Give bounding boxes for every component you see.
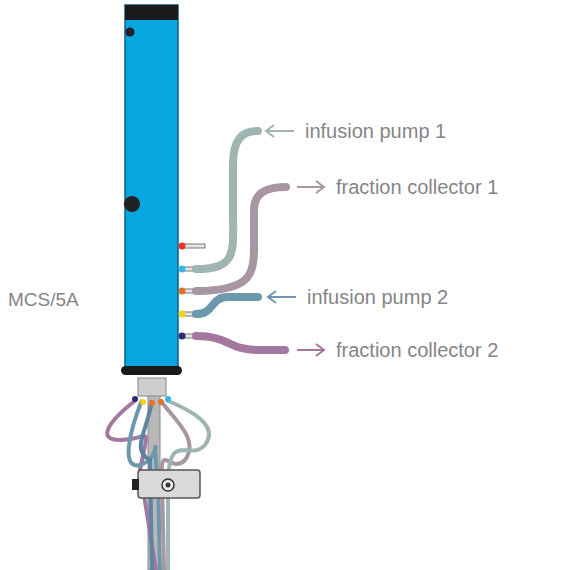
- side-tubing: [196, 131, 286, 350]
- clamp-knob: [132, 479, 139, 490]
- device-label: MCS/5A: [8, 290, 79, 311]
- port-label: infusion pump 2: [307, 286, 448, 308]
- tubing-bundle: [107, 400, 209, 570]
- probe-body: [125, 5, 178, 370]
- port-label: fraction collector 1: [336, 176, 498, 198]
- clamp-screw: [162, 479, 174, 491]
- clamp: [138, 470, 200, 498]
- connector-block: [138, 378, 166, 396]
- port-label: infusion pump 1: [305, 120, 446, 142]
- probe-cap: [125, 5, 178, 20]
- port-label: fraction collector 2: [336, 339, 498, 361]
- probe-band: [121, 366, 182, 375]
- flow-arrows: [266, 125, 324, 356]
